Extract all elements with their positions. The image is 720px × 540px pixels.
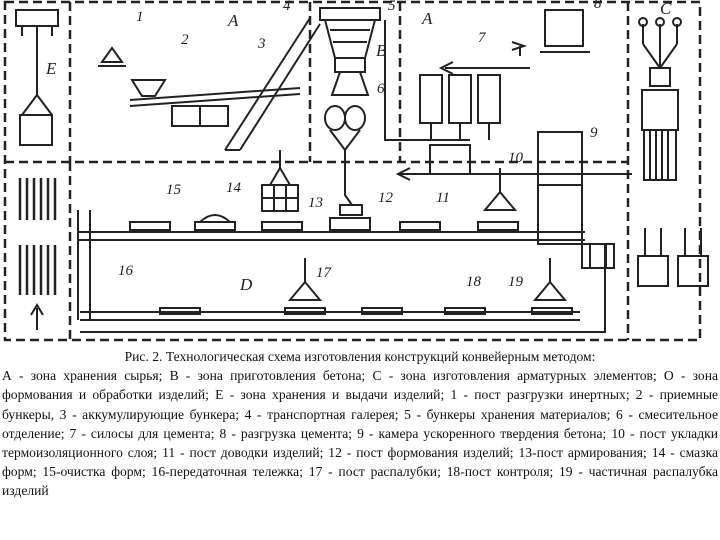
post-number-1: 1 <box>136 9 144 25</box>
post-number-12: 12 <box>378 190 394 206</box>
post-number-3: 3 <box>257 36 266 52</box>
zone-c-reinforcement <box>637 17 709 287</box>
zone-label-a1: A <box>227 11 239 30</box>
figure-caption: Рис. 2. Технологическая схема изготовлен… <box>2 347 718 501</box>
zone-label-a2: A <box>421 9 433 28</box>
post-number-16: 16 <box>118 263 134 279</box>
post-number-6: 6 <box>377 81 385 97</box>
zone-boundaries <box>3 0 702 342</box>
post-number-10: 10 <box>508 150 524 166</box>
zone-a-cement <box>419 9 590 140</box>
post-number-18: 18 <box>466 274 482 290</box>
zone-label-c: C <box>660 0 672 18</box>
forming-posts <box>129 150 519 231</box>
post-number-14: 14 <box>226 180 242 196</box>
post-number-15: 15 <box>166 182 182 198</box>
post-number-4: 4 <box>283 0 291 14</box>
conveyor-lines <box>77 210 615 333</box>
post-number-5: 5 <box>388 0 396 14</box>
post-number-7: 7 <box>478 30 487 46</box>
zone-label-b: B <box>376 41 387 60</box>
post-number-17: 17 <box>316 265 333 281</box>
post-number-9: 9 <box>590 125 598 141</box>
post-number-2: 2 <box>181 32 189 48</box>
post-number-19: 19 <box>508 274 524 290</box>
post-number-8: 8 <box>594 0 602 12</box>
conveyor-process-diagram: A A B C D E 1 2 3 4 5 6 7 8 9 10 11 12 1… <box>3 0 709 342</box>
zone-b-mixing <box>319 7 470 216</box>
zone-a-raw-storage <box>98 17 321 151</box>
zone-label-e: E <box>45 59 57 78</box>
caption-legend: А - зона хранения сырья; В - зона пригот… <box>2 368 718 499</box>
lower-posts <box>159 258 573 315</box>
zone-label-d: D <box>239 275 253 294</box>
diagram-labels: A A B C D E 1 2 3 4 5 6 7 8 9 10 11 12 1… <box>45 0 672 294</box>
post-number-13: 13 <box>308 195 323 211</box>
caption-title: Рис. 2. Технологическая схема изготовлен… <box>124 349 596 364</box>
chamber-9 <box>395 131 632 245</box>
zone-e-storage <box>15 9 59 330</box>
post-number-11: 11 <box>436 190 450 206</box>
